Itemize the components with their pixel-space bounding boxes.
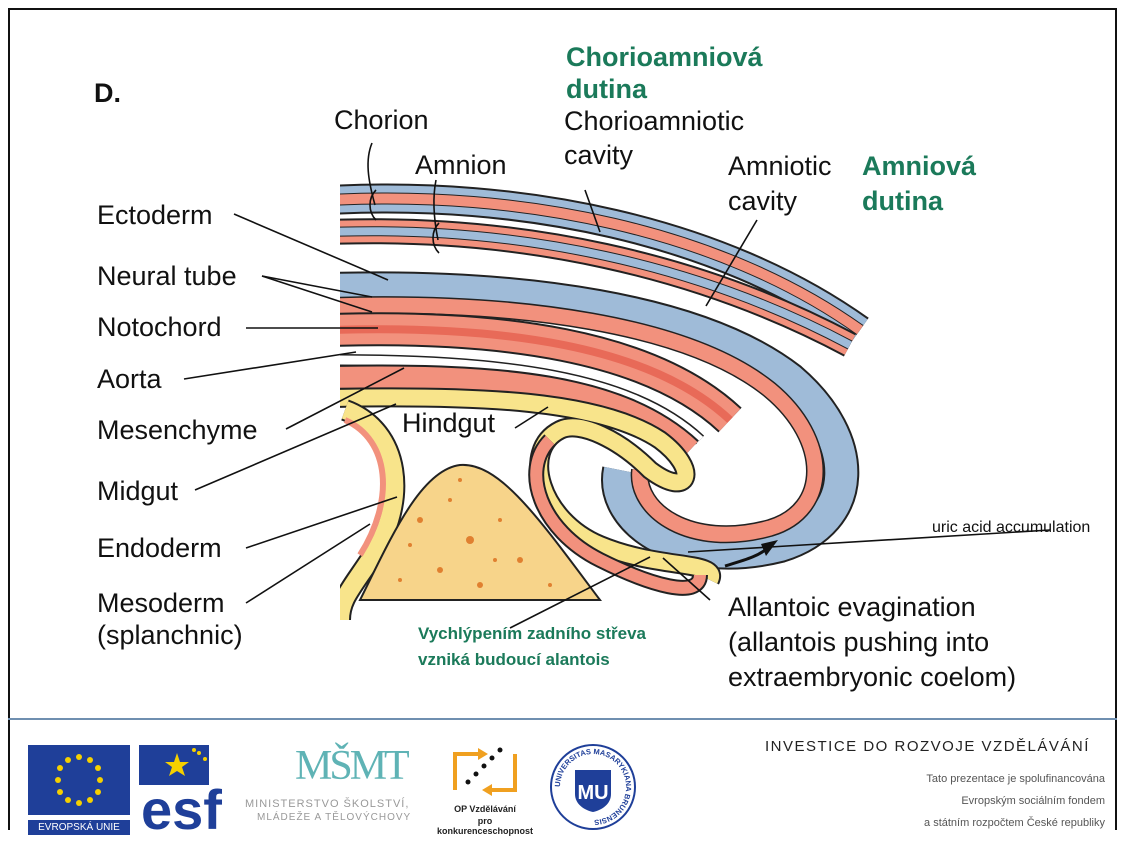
label-vychlipenim-2: vzniká budoucí alantois (418, 649, 610, 671)
muni-logo: UNIVERSITAS MASARYKIANA BRUNENSIS MU (548, 742, 638, 832)
panel-letter: D. (94, 78, 121, 109)
eu-caption: EVROPSKÁ UNIE (28, 820, 130, 835)
esf-logo: esf (139, 745, 239, 831)
credit-line-3: a státním rozpočtem České republiky (924, 814, 1105, 833)
label-neural-tube: Neural tube (97, 261, 237, 292)
label-hindgut: Hindgut (402, 408, 495, 439)
label-ectoderm: Ectoderm (97, 200, 213, 231)
eu-logo: EVROPSKÁ UNIE (28, 745, 130, 832)
label-amniotic-cavity-cz-1: Amniová (862, 151, 976, 182)
esf-icon: esf (139, 745, 239, 831)
label-chorioamniotic-cavity-2: cavity (564, 140, 633, 171)
label-amniotic-cavity-1: Amniotic (728, 151, 832, 182)
op-icon (430, 742, 540, 802)
muni-letters: MU (577, 782, 608, 804)
label-endoderm: Endoderm (97, 533, 222, 564)
label-aorta: Aorta (97, 364, 162, 395)
eu-flag-icon (28, 745, 130, 815)
label-mesenchyme: Mesenchyme (97, 415, 258, 446)
label-vychlipenim-1: Vychlýpením zadního střeva (418, 623, 646, 645)
label-midgut: Midgut (97, 476, 178, 507)
label-mesoderm-2: (splanchnic) (97, 620, 243, 651)
muni-seal-icon: UNIVERSITAS MASARYKIANA BRUNENSIS MU (548, 742, 638, 832)
label-amniotic-cavity-2: cavity (728, 186, 797, 217)
label-allantoic-2: (allantois pushing into (728, 627, 989, 658)
label-chorioamniotic-cavity-1: Chorioamniotic (564, 106, 744, 137)
investice-title: INVESTICE DO ROZVOJE VZDĚLÁVÁNÍ (765, 738, 1090, 755)
label-notochord: Notochord (97, 312, 222, 343)
msmt-caption-2: MLÁDEŽE A TĚLOVÝCHOVY (257, 812, 411, 823)
credit-line-1: Tato prezentace je spolufinancována (926, 770, 1105, 789)
label-mesoderm-1: Mesoderm (97, 588, 225, 619)
label-chorion: Chorion (334, 105, 429, 136)
footer-rule (8, 718, 1117, 720)
op-caption-1: OP Vzdělávání (430, 804, 540, 814)
label-chorioamniotic-cavity-cz-2: dutina (566, 74, 647, 105)
label-amnion: Amnion (415, 150, 507, 181)
msmt-caption-1: MINISTERSTVO ŠKOLSTVÍ, (245, 798, 409, 810)
label-amniotic-cavity-cz-2: dutina (862, 186, 943, 217)
credit-line-2: Evropským sociálním fondem (961, 792, 1105, 811)
op-logo: OP Vzdělávání pro konkurenceschopnost (430, 742, 540, 832)
label-chorioamniotic-cavity-cz-1: Chorioamniová (566, 42, 763, 73)
esf-text: esf (141, 778, 222, 831)
label-allantoic-1: Allantoic evagination (728, 592, 976, 623)
label-allantoic-3: extraembryonic coelom) (728, 662, 1016, 693)
msmt-logo: MŠMT MINISTERSTVO ŠKOLSTVÍ, MLÁDEŽE A TĚ… (245, 740, 430, 832)
label-uric-acid: uric acid accumulation (932, 519, 1090, 537)
op-caption-2: pro konkurenceschopnost (430, 816, 540, 836)
msmt-mark: MŠMT (295, 742, 407, 790)
